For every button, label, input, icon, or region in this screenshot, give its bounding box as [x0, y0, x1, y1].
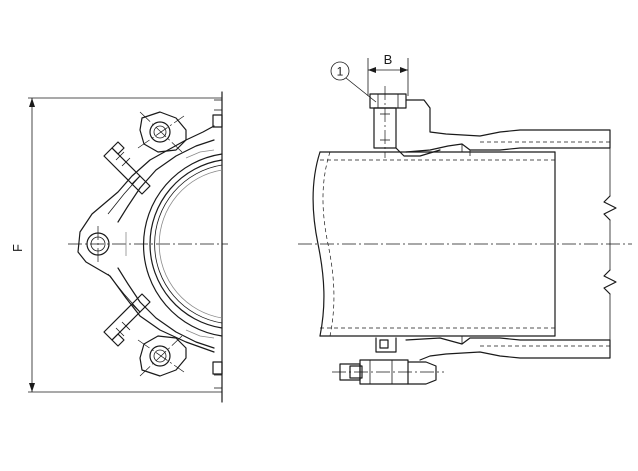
split-plane — [212, 91, 223, 403]
dimension-f-label: F — [10, 244, 25, 252]
dimension-b-label: B — [384, 52, 393, 67]
break-marks — [603, 148, 617, 340]
arrow-right-icon — [400, 67, 408, 73]
bottom-housing — [332, 336, 611, 385]
housing-upper — [77, 125, 215, 353]
arrow-down-icon — [29, 383, 35, 392]
pipe — [312, 151, 556, 337]
lower-bolt — [103, 293, 151, 347]
part-callout-label: 1 — [337, 65, 344, 79]
top-housing — [369, 86, 611, 158]
dimension-b: B — [367, 52, 409, 96]
part-callout: 1 — [330, 61, 377, 103]
pipe-ring — [143, 153, 223, 337]
lower-lug — [137, 335, 187, 377]
upper-lug — [137, 111, 187, 153]
center-lug — [86, 226, 110, 262]
dimension-f: F — [10, 97, 222, 393]
arrow-left-icon — [368, 67, 376, 73]
upper-bolt — [103, 141, 151, 195]
arrow-up-icon — [29, 98, 35, 107]
end-view: F — [10, 91, 228, 403]
side-view: B 1 — [298, 52, 632, 385]
